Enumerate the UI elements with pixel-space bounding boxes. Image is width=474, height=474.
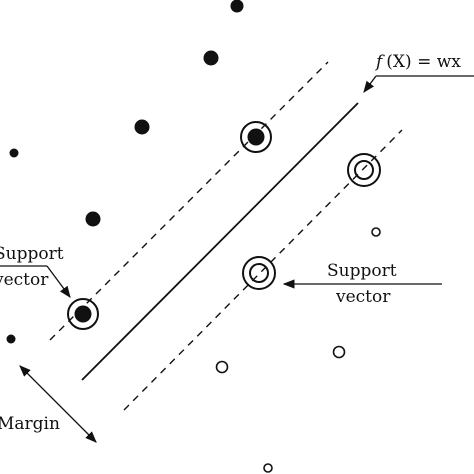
filled-point (230, 0, 244, 13)
hollow-point (371, 227, 381, 237)
support-vector-left-arrow (46, 265, 71, 298)
support-vector-right-label-line1: Support (327, 261, 397, 281)
lower-margin-line (123, 129, 403, 411)
filled-point (9, 148, 19, 158)
support-vector-filled (240, 121, 272, 153)
support-vector-right-label-line2: vector (335, 287, 391, 307)
support-vector-hollow (347, 153, 381, 187)
filled-point (203, 50, 219, 66)
support-vector-hollow (242, 256, 276, 290)
hollow-point (332, 345, 346, 359)
support-vector-filled (67, 298, 99, 330)
support-vector-left-label-line2: vector (0, 270, 49, 290)
filled-point (85, 211, 101, 227)
hollow-point (215, 360, 229, 374)
filled-point (6, 334, 16, 344)
support-vector-left-label-line1: Support (0, 244, 64, 264)
upper-margin-line (49, 61, 329, 341)
margin-label: Margin (0, 414, 60, 434)
margin-arrow (19, 365, 97, 443)
function-arrow (363, 75, 377, 93)
function-label: f(X) = wx (374, 52, 461, 72)
hyperplane-line (81, 102, 359, 381)
hollow-point (263, 463, 273, 473)
filled-point (134, 119, 150, 135)
